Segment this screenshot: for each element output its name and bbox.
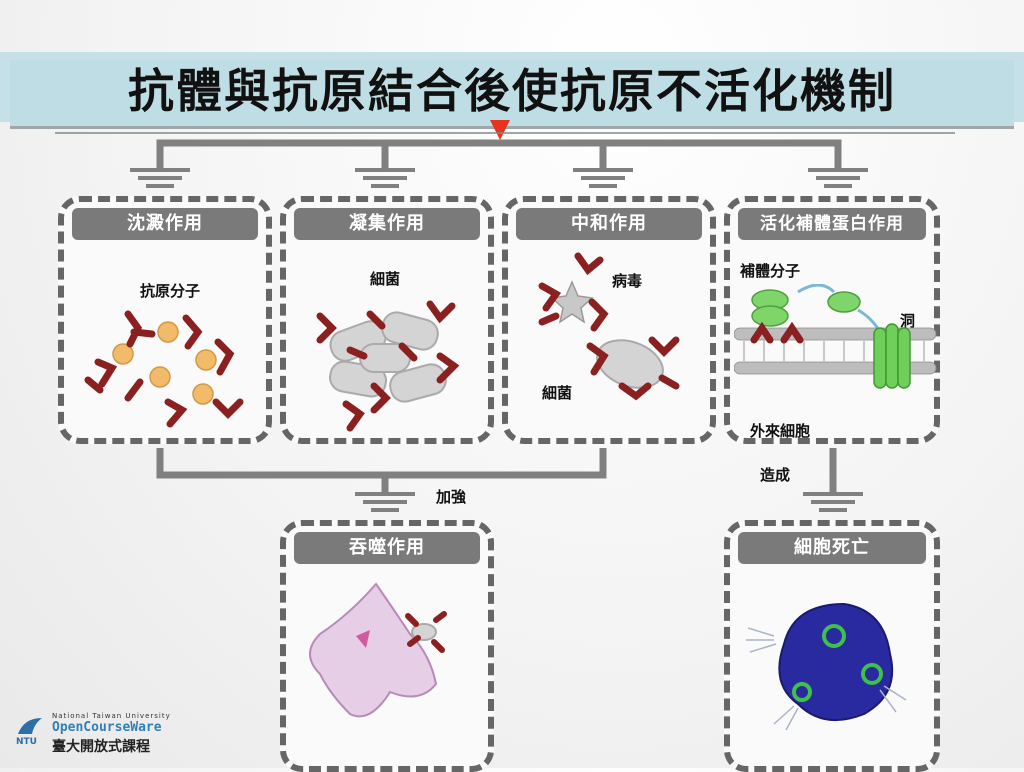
- neutralization-header: 中和作用: [516, 208, 702, 240]
- ground-symbol-2: [355, 168, 415, 188]
- enhance-label: 加強: [436, 488, 467, 506]
- bacteria-label-neutralization: 細菌: [542, 384, 573, 402]
- complement-molecule-label: 補體分子: [740, 262, 801, 280]
- ntu-ocw-logo: NTU National Taiwan University OpenCours…: [14, 712, 170, 755]
- antigen-molecule-label: 抗原分子: [140, 282, 201, 300]
- svg-text:NTU: NTU: [16, 737, 37, 746]
- title-band-inner: [10, 60, 1014, 129]
- cell-death-header: 細胞死亡: [738, 532, 926, 564]
- pointer-triangle: [490, 120, 510, 140]
- virus-label: 病毒: [612, 272, 643, 290]
- logo-university: National Taiwan University: [52, 712, 171, 720]
- logo-ocw: OpenCourseWare: [52, 720, 162, 735]
- ground-symbol-1: [130, 168, 190, 188]
- complement-box: 活化補體蛋白作用 補體分子 洞 外來細胞: [724, 196, 940, 444]
- ground-symbol-3: [573, 168, 633, 188]
- agglutination-box: 凝集作用 細菌: [280, 196, 494, 444]
- hole-label: 洞: [900, 312, 916, 330]
- ntu-logo-icon: NTU: [16, 718, 42, 747]
- phagocyte-cell: [309, 582, 438, 718]
- cause-label: 造成: [760, 466, 791, 484]
- ground-symbol-6: [803, 492, 863, 512]
- cell-death-illustration: [746, 602, 907, 731]
- cell-death-box: 細胞死亡: [724, 520, 940, 772]
- neutralization-box: 中和作用 病毒 細菌: [502, 196, 716, 444]
- foreign-cell-label: 外來細胞: [750, 422, 811, 440]
- page-title: 抗體與抗原結合後使抗原不活化機制: [128, 64, 896, 118]
- ground-symbol-5: [355, 492, 415, 512]
- bacteria-label-agglutination: 細菌: [370, 270, 401, 288]
- complement-header: 活化補體蛋白作用: [738, 208, 926, 240]
- precipitation-illustration: [84, 310, 244, 428]
- dying-cell: [778, 602, 894, 721]
- agglutination-header: 凝集作用: [294, 208, 480, 240]
- phagocytosis-header: 吞噬作用: [294, 532, 480, 564]
- complement-illustration: [734, 284, 937, 389]
- ground-symbol-4: [808, 168, 868, 188]
- phagocytosis-illustration: [309, 582, 447, 718]
- logo-chinese: 臺大開放式課程: [52, 739, 150, 755]
- phagocytosis-box: 吞噬作用: [280, 520, 494, 772]
- precipitation-box: 沈澱作用 抗原分子: [58, 196, 272, 444]
- neutralization-illustration: [538, 252, 680, 401]
- precipitation-header: 沈澱作用: [72, 208, 258, 240]
- merge-connector: [156, 448, 607, 479]
- agglutination-illustration: [316, 300, 460, 432]
